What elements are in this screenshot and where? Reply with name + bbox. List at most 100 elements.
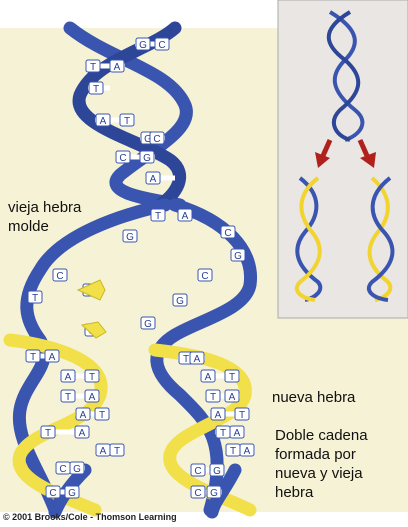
fork-base-8-box bbox=[172, 293, 188, 307]
fork-base-9-box bbox=[140, 316, 156, 330]
right-pair-0-right-base-box bbox=[189, 351, 205, 365]
right-pair-7-left-base-box bbox=[190, 485, 206, 499]
inset-arrow-right-head bbox=[360, 152, 376, 168]
left-pair-4-left-base-box bbox=[40, 425, 56, 439]
right-pair-5-right-base: A bbox=[244, 446, 251, 457]
left-pair-6-right-base-box bbox=[69, 461, 85, 475]
fork-base-4-box bbox=[122, 229, 138, 243]
left-pair-6-right-base: G bbox=[73, 464, 81, 475]
base-pairs: GCTATATGCCGATACGGCCTGGGGTAATTAATTAATCGCG… bbox=[25, 37, 255, 499]
left-pair-7-right-base-box bbox=[64, 485, 80, 499]
left-pair-5-right-base: T bbox=[114, 446, 120, 457]
fork-base-8: G bbox=[176, 296, 184, 307]
left-pair-7-left-base-box bbox=[45, 485, 61, 499]
label-new-strand: nueva hebra bbox=[272, 389, 356, 406]
right-pair-0-left-base: T bbox=[183, 354, 189, 365]
top-pair-2-left-base-box bbox=[88, 81, 104, 95]
left-pair-0-left-base-box bbox=[25, 349, 41, 363]
nucleotide-arrow-1 bbox=[76, 279, 106, 301]
right-pair-7-left-base: C bbox=[194, 488, 201, 499]
label-double-strand: Doble cadena formada por nueva y vieja h… bbox=[275, 426, 368, 502]
right-pair-0-right-base: A bbox=[194, 354, 201, 365]
top-pair-0-right-base: C bbox=[158, 40, 165, 51]
right-pair-6-left-base: C bbox=[194, 466, 201, 477]
left-pair-1-left-base-box bbox=[60, 369, 76, 383]
old-strand-top-a bbox=[63, 21, 193, 212]
left-pair-3-left-base: A bbox=[80, 410, 87, 421]
top-pair-5-right-base-box bbox=[139, 150, 155, 164]
right-pair-6-right-base: G bbox=[213, 466, 221, 477]
top-pair-0-right-base-box bbox=[154, 37, 170, 51]
top-pair-1-right-base-box bbox=[109, 59, 125, 73]
top-pair-4-right-base-box bbox=[149, 131, 165, 145]
top-pair-5-left-base: C bbox=[119, 153, 126, 164]
inset-left-new bbox=[294, 176, 322, 302]
inset-panel bbox=[277, 0, 408, 319]
top-pair-6-left-base: A bbox=[150, 174, 157, 185]
fork-base-2-box bbox=[220, 225, 236, 239]
top-pair-3-left-base: A bbox=[100, 116, 107, 127]
inset-arrow-left-head bbox=[315, 152, 330, 168]
right-pair-2-left-base-box bbox=[205, 389, 221, 403]
copyright-credit: © 2001 Brooks/Cole - Thomson Learning bbox=[3, 512, 177, 522]
fork-base-1-box bbox=[177, 208, 193, 222]
label-double-line1: Doble cadena bbox=[275, 427, 368, 444]
left-pair-5-left-base: A bbox=[100, 446, 107, 457]
fork-base-3: G bbox=[234, 251, 242, 262]
top-pair-3-right-base-box bbox=[119, 113, 135, 127]
left-pair-6-left-base: C bbox=[59, 464, 66, 475]
right-pair-5-right-base-box bbox=[239, 443, 255, 457]
fork-base-3-box bbox=[230, 248, 246, 262]
inset-background bbox=[277, 0, 408, 319]
right-pair-6-left-base-box bbox=[190, 463, 206, 477]
left-pair-1-right-base-box bbox=[84, 369, 100, 383]
fork-base-0: T bbox=[155, 211, 161, 222]
right-pair-1-left-base-box bbox=[200, 369, 216, 383]
top-pair-1-left-base-box bbox=[85, 59, 101, 73]
right-pair-4-left-base: T bbox=[220, 428, 226, 439]
left-pair-1-right-base: T bbox=[89, 372, 95, 383]
left-pair-7-left-base: C bbox=[49, 488, 56, 499]
top-pair-1-right-base: A bbox=[114, 62, 121, 73]
right-pair-1-left-base: A bbox=[205, 372, 212, 383]
left-pair-3-left-base-box bbox=[75, 407, 91, 421]
right-pair-1-right-base-box bbox=[224, 369, 240, 383]
right-pair-1-right-base: T bbox=[229, 372, 235, 383]
inset-parent-strand-a bbox=[328, 10, 365, 142]
left-pair-5-right-base-box bbox=[109, 443, 125, 457]
top-pair-0-left-base-box bbox=[135, 37, 151, 51]
left-pair-4-right-base: A bbox=[79, 428, 86, 439]
fork-base-1: A bbox=[182, 211, 189, 222]
right-pair-3-left-base-box bbox=[210, 407, 226, 421]
right-pair-5-left-base: T bbox=[230, 446, 236, 457]
new-strand-left bbox=[3, 333, 108, 517]
top-pair-1-left-base: T bbox=[90, 62, 96, 73]
top-pair-0-left-base: G bbox=[139, 40, 147, 51]
fork-base-6: C bbox=[56, 271, 63, 282]
right-pair-6-right-base-box bbox=[209, 463, 225, 477]
label-old-strand-line2: molde bbox=[8, 218, 49, 235]
label-double-line3: nueva y vieja bbox=[275, 465, 363, 482]
nucleotide-arrow-2 bbox=[80, 321, 107, 339]
label-double-line4: hebra bbox=[275, 484, 314, 501]
left-pair-0-left-base: T bbox=[30, 352, 36, 363]
label-double-line2: formada por bbox=[275, 446, 356, 463]
inset-right-new bbox=[367, 176, 393, 302]
right-pair-3-right-base-box bbox=[234, 407, 250, 421]
right-pair-2-right-base-box bbox=[224, 389, 240, 403]
left-pair-0-right-base: A bbox=[49, 352, 56, 363]
right-pair-7-right-base: G bbox=[210, 488, 218, 499]
inset-left-old bbox=[295, 176, 323, 302]
right-pair-4-right-base: A bbox=[234, 428, 241, 439]
left-pair-1-left-base: A bbox=[65, 372, 72, 383]
left-pair-4-right-base-box bbox=[74, 425, 90, 439]
inset-arrow-left bbox=[319, 138, 333, 160]
top-pair-3-right-base: T bbox=[124, 116, 130, 127]
inset-arrow-right bbox=[357, 138, 371, 160]
top-pair-6-left-base-box bbox=[145, 171, 161, 185]
top-pair-4-right-base: C bbox=[153, 134, 160, 145]
inset-parent-strand-b bbox=[326, 10, 361, 142]
fork-base-0-box bbox=[150, 208, 166, 222]
left-pair-2-left-base: T bbox=[65, 392, 71, 403]
